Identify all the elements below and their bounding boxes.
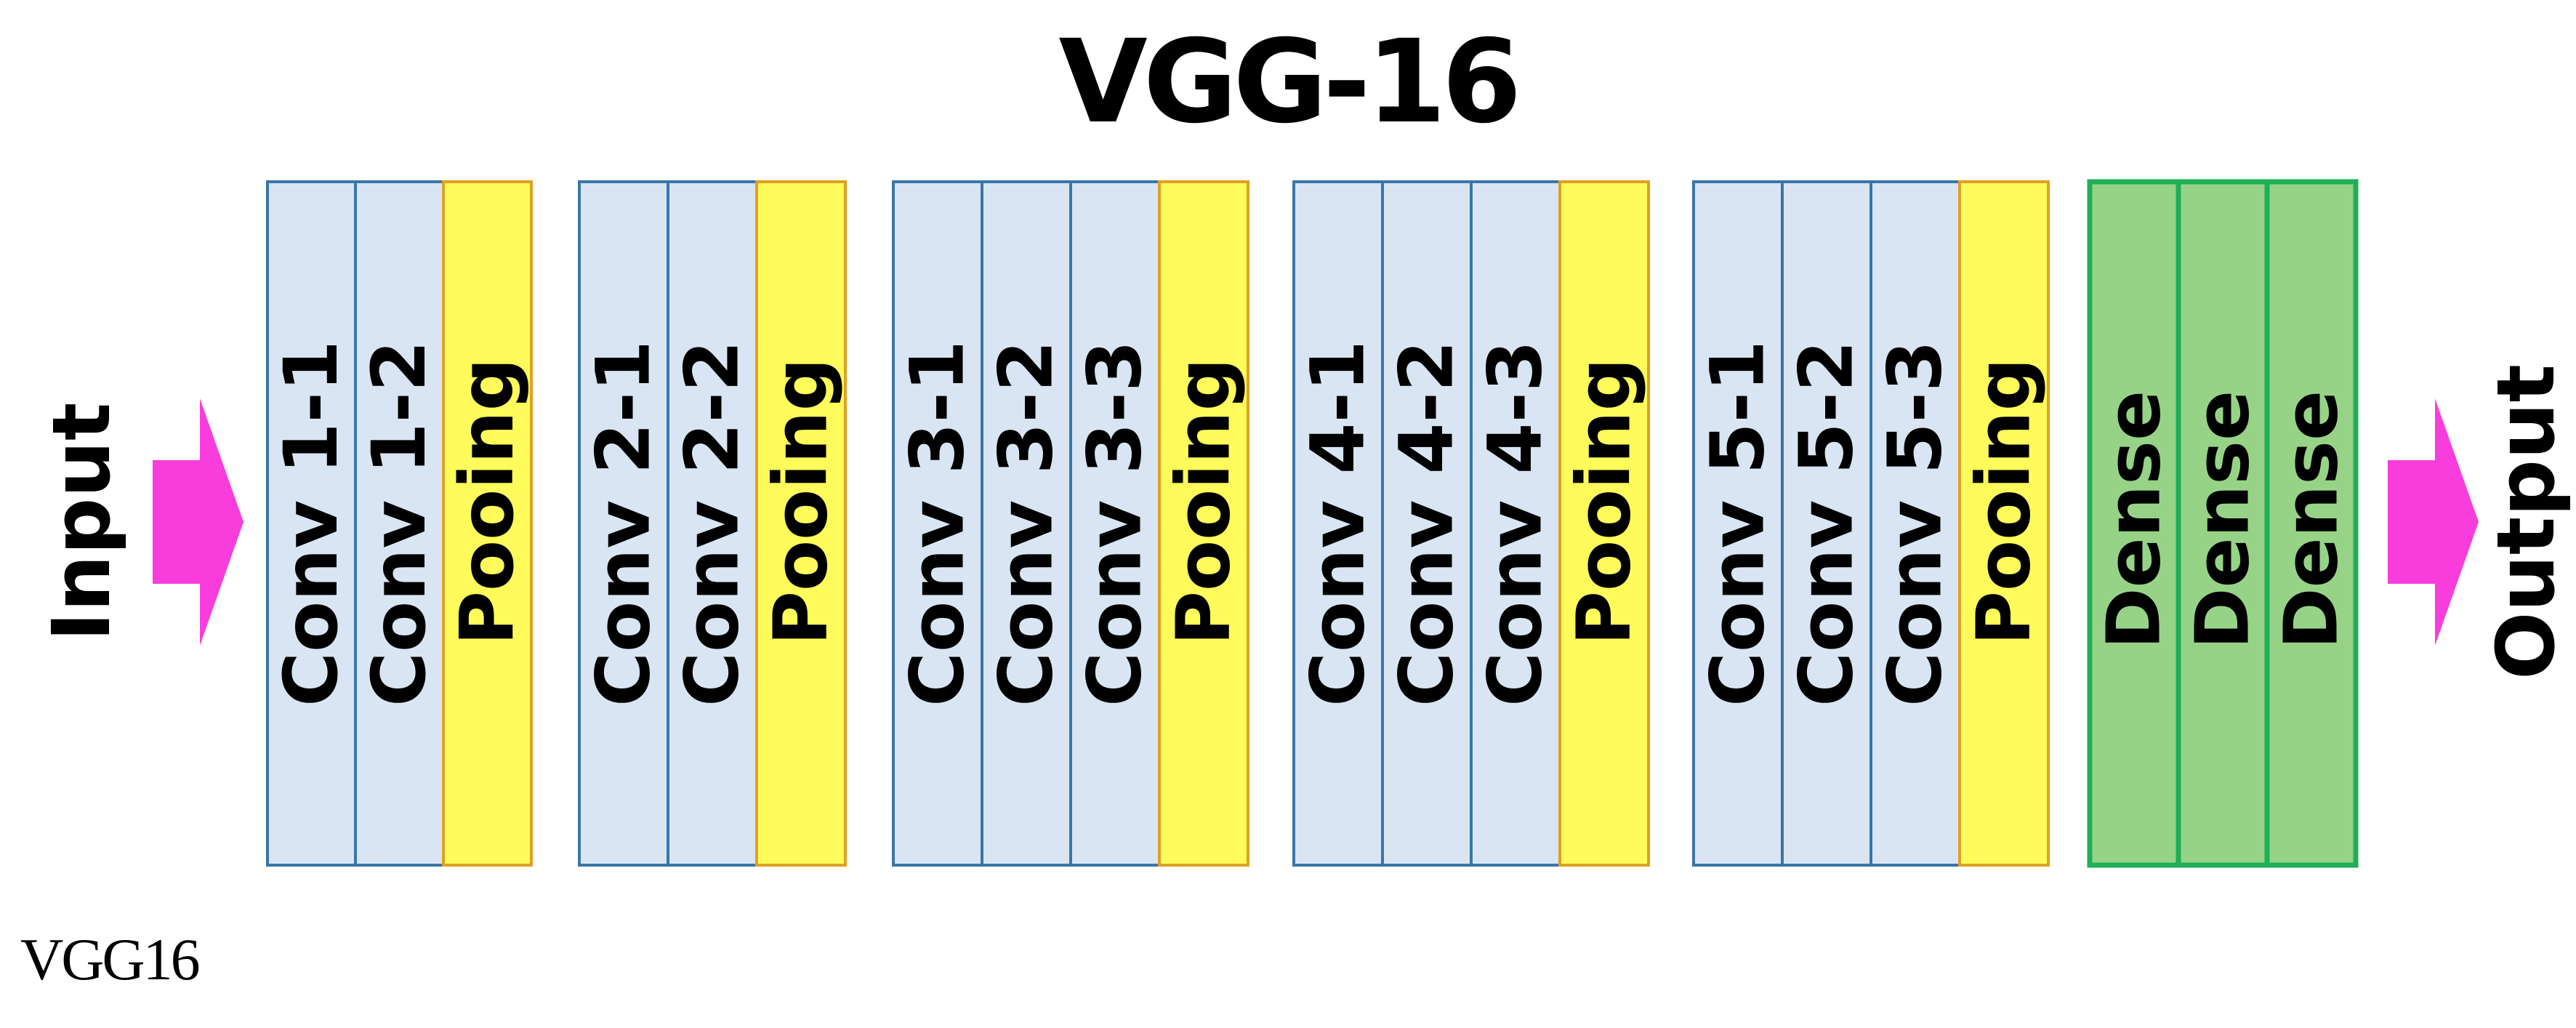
pooling-layer-label: Pooing: [1161, 358, 1247, 646]
conv-layer-label: Conv 5-2: [1784, 340, 1870, 707]
dense-layer-label: Dense: [2180, 390, 2266, 649]
conv-layer-box: [354, 180, 445, 867]
pooling-layer-box: [1958, 180, 2050, 867]
conv-layer-label: Conv 4-3: [1473, 340, 1559, 707]
conv-layer-box: [981, 180, 1072, 867]
conv-layer-label: Conv 4-2: [1384, 340, 1470, 707]
conv-layer-label: Conv 1-1: [268, 340, 355, 707]
input-label: Input: [35, 403, 128, 642]
conv-layer-box: [1069, 180, 1161, 867]
conv-layer-box: [266, 180, 357, 867]
conv-layer-box: [578, 180, 669, 867]
conv-layer-label: Conv 5-1: [1695, 340, 1782, 707]
pooling-layer-label: Pooing: [444, 358, 531, 646]
conv-layer-label: Conv 3-3: [1072, 340, 1159, 707]
conv-layer-label: Conv 3-1: [895, 340, 981, 707]
conv-layer-label: Conv 3-2: [983, 340, 1070, 707]
output-arrow-icon: [2388, 398, 2479, 646]
dense-layer-label: Dense: [2269, 390, 2355, 649]
pooling-layer-label: Pooing: [758, 358, 845, 646]
dense-layer-box: [2087, 179, 2181, 868]
conv-layer-box: [1292, 180, 1384, 867]
dense-layer-box: [2264, 179, 2359, 868]
input-arrow-icon: [153, 398, 243, 646]
figure-caption: VGG16: [20, 926, 201, 992]
diagram-title: VGG-16: [1058, 15, 1521, 149]
conv-layer-label: Conv 5-3: [1872, 340, 1959, 707]
conv-layer-label: Conv 4-1: [1295, 340, 1382, 707]
output-label: Output: [2479, 364, 2572, 680]
conv-layer-box: [1781, 180, 1872, 867]
pooling-layer-box: [1558, 180, 1650, 867]
pooling-layer-label: Pooing: [1961, 358, 2048, 646]
dense-layer-label: Dense: [2091, 390, 2178, 649]
conv-layer-box: [1381, 180, 1473, 867]
conv-layer-label: Conv 1-2: [356, 340, 443, 707]
conv-layer-box: [1470, 180, 1561, 867]
pooling-layer-box: [755, 180, 847, 867]
conv-layer-box: [1869, 180, 1961, 867]
conv-layer-box: [667, 180, 758, 867]
conv-layer-label: Conv 2-2: [669, 340, 756, 707]
pooling-layer-label: Pooing: [1561, 358, 1648, 646]
conv-layer-label: Conv 2-1: [581, 340, 667, 707]
pooling-layer-box: [1158, 180, 1249, 867]
conv-layer-box: [1692, 180, 1784, 867]
pooling-layer-box: [442, 180, 533, 867]
